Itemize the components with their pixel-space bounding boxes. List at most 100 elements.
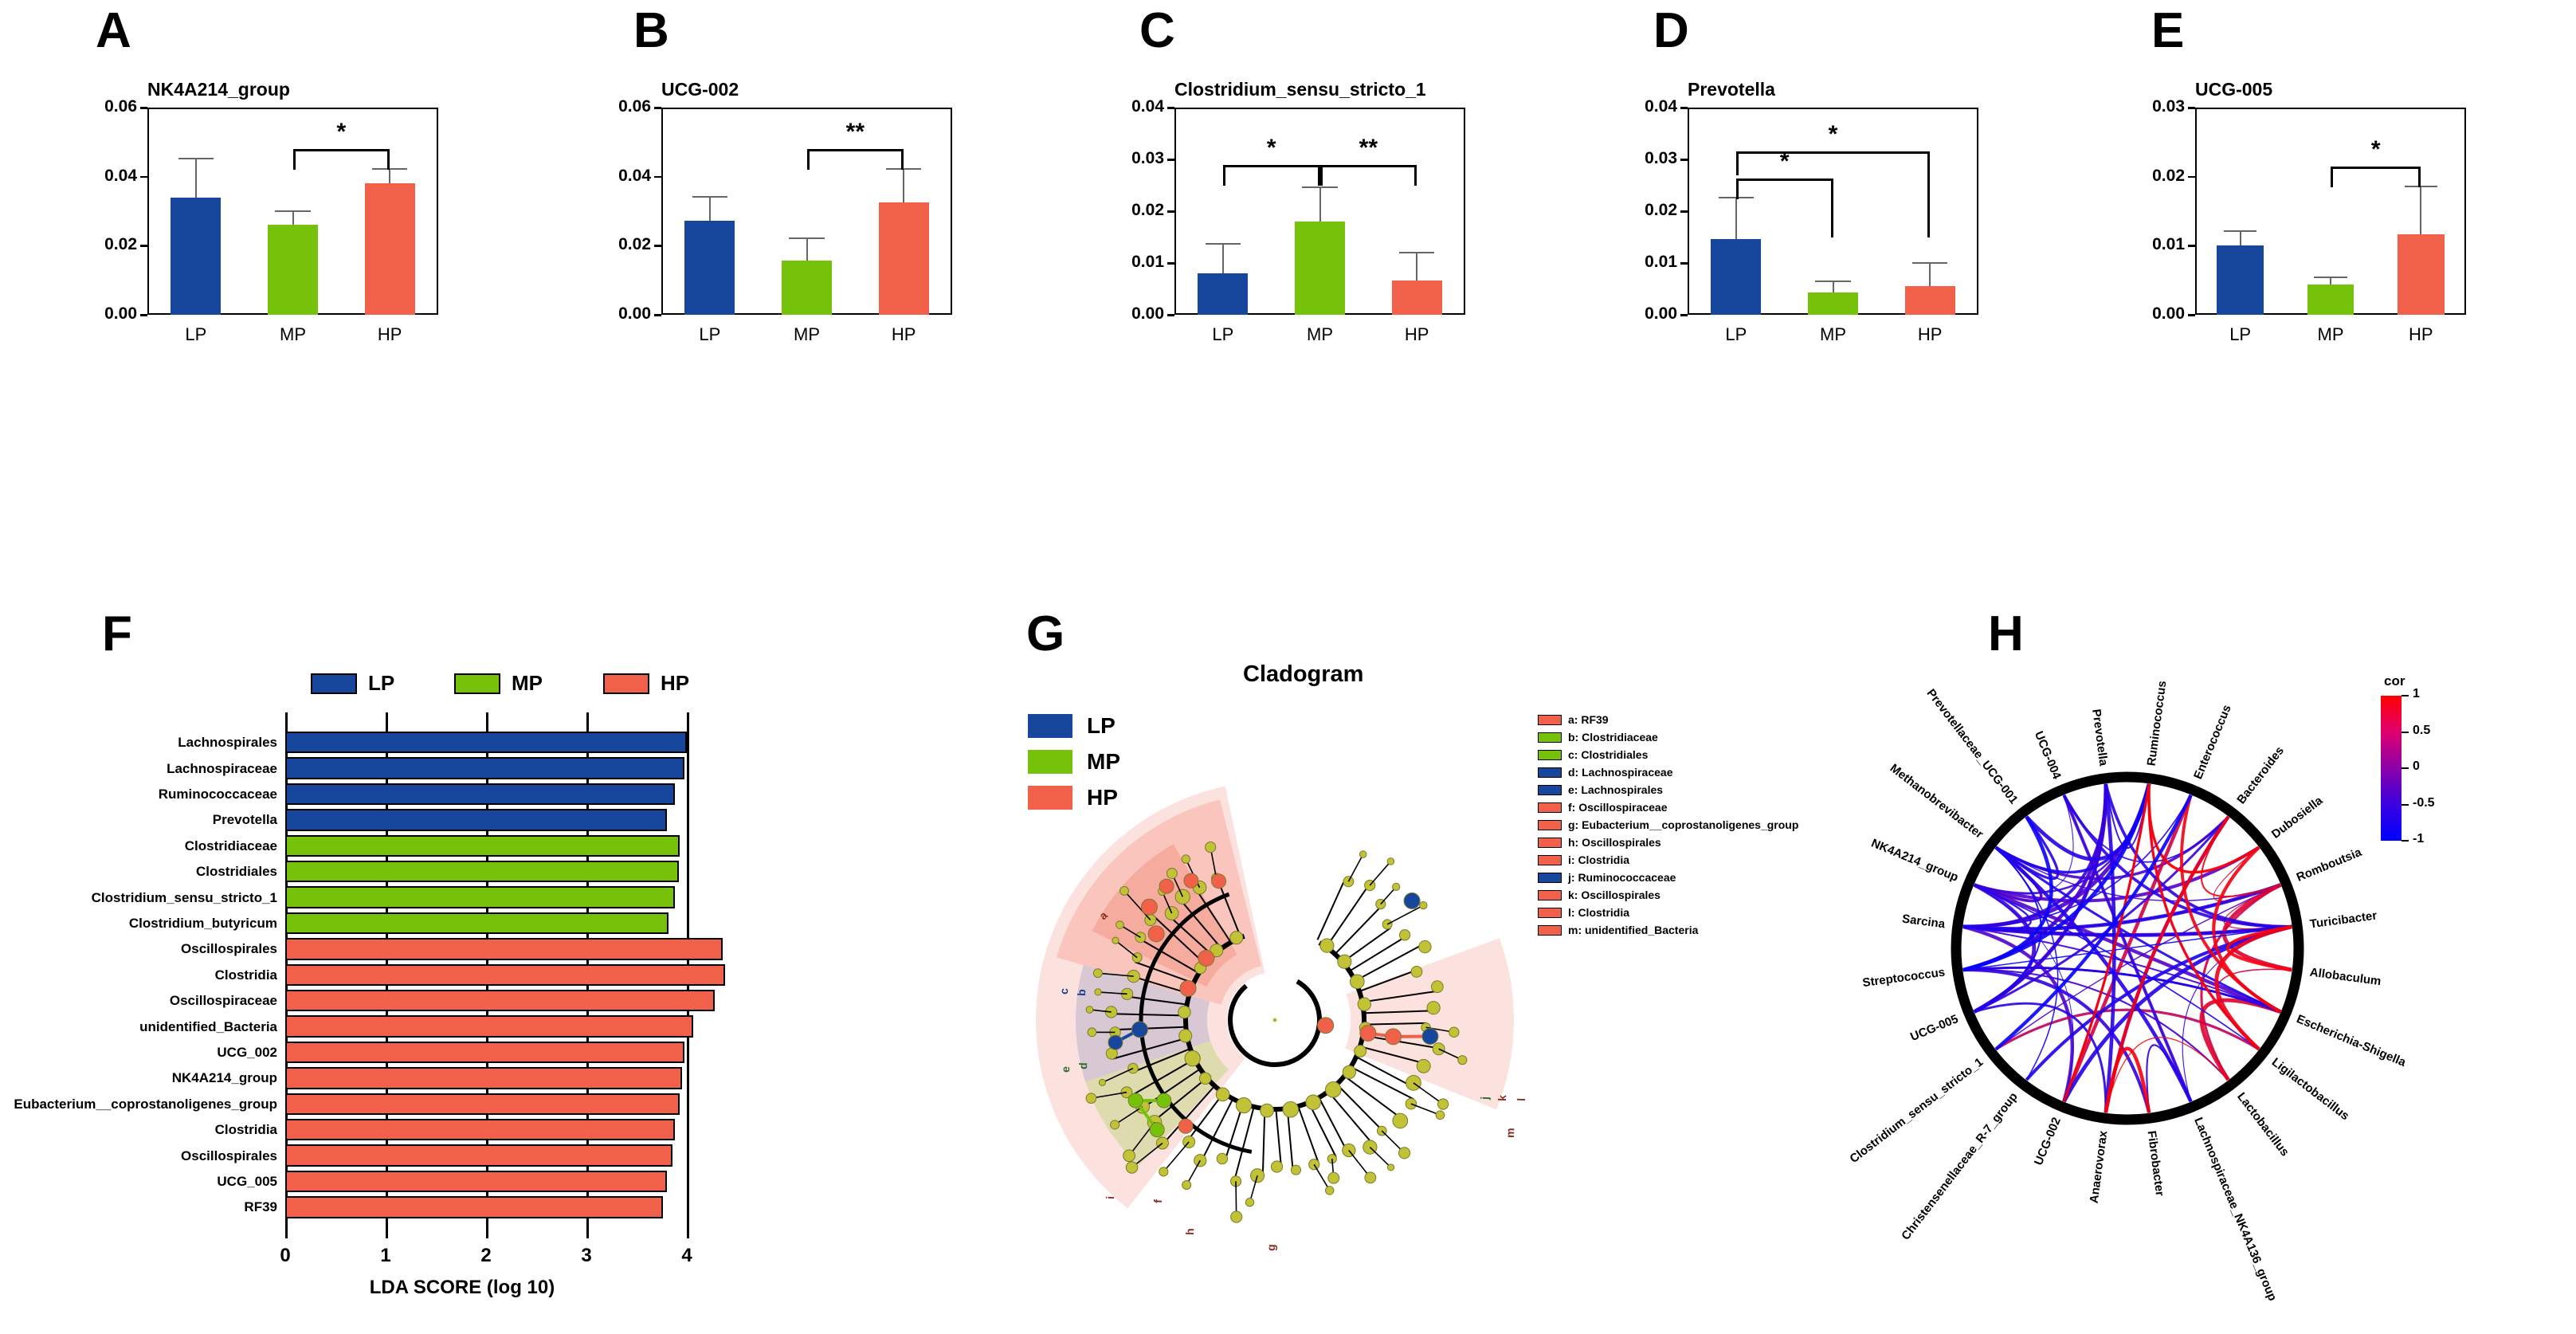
lda-bar xyxy=(285,1144,673,1167)
colorbar-title: cor xyxy=(2384,673,2405,689)
cladogram-key-swatch-c xyxy=(1538,749,1562,760)
svg-text:d: d xyxy=(1076,1062,1089,1069)
lda-row-label: Clostridia xyxy=(214,967,277,983)
svg-text:i: i xyxy=(1104,1196,1116,1199)
error-bar-hp xyxy=(2420,185,2422,234)
lda-x-tick-label: 1 xyxy=(380,1244,391,1266)
cladogram-key-label-i: i: Clostridia xyxy=(1568,853,1630,866)
significance-bracket xyxy=(292,148,390,151)
error-bar-hp xyxy=(1416,252,1418,281)
error-bar-mp xyxy=(806,237,808,261)
chord-link xyxy=(2063,783,2151,1102)
svg-text:g: g xyxy=(1264,1244,1277,1251)
significance-bracket-leg xyxy=(292,148,296,170)
legend-label-mp: MP xyxy=(512,671,543,695)
chord-link xyxy=(1974,884,2260,1050)
error-bar-lp xyxy=(1735,196,1737,240)
chord-link xyxy=(1974,795,2074,895)
significance-bracket-leg xyxy=(1927,151,1931,238)
x-tick-label-lp: LP xyxy=(185,324,207,344)
cladogram-key-item-h: h: Oscillospirales xyxy=(1538,836,1661,849)
x-tick-label-mp: MP xyxy=(1820,324,1846,344)
x-tick-label-hp: HP xyxy=(1404,324,1429,344)
cladogram-key-swatch-g xyxy=(1538,819,1562,830)
chord-link xyxy=(2025,924,2292,1081)
lda-row-label: Lachnospirales xyxy=(178,735,277,751)
cladogram-legend-swatch-hp xyxy=(1028,786,1072,810)
chord-link xyxy=(2104,1046,2151,1113)
panel-letter-e: E xyxy=(2151,3,2185,58)
cladogram-key-label-j: j: Ruminococcaceae xyxy=(1568,871,1676,884)
colorbar-tick-label: 0 xyxy=(2413,759,2420,773)
chord-link xyxy=(1962,926,2292,971)
error-bar-cap xyxy=(1399,252,1435,254)
significance-marker: * xyxy=(2370,135,2381,163)
y-tick-label: 0.00 xyxy=(618,304,651,323)
chord-link xyxy=(2180,795,2282,1014)
bar-hp xyxy=(1904,286,1955,315)
panel-letter-g: G xyxy=(1026,606,1065,661)
lda-x-tick-label: 2 xyxy=(480,1244,492,1266)
significance-marker: ** xyxy=(1359,134,1378,161)
error-bar-lp xyxy=(708,195,711,222)
cladogram-key-item-j: j: Ruminococcaceae xyxy=(1538,871,1676,884)
lda-row-label: Lachnospiraceae xyxy=(167,760,277,776)
error-bar-lp xyxy=(194,157,197,198)
cladogram-key-swatch-k xyxy=(1538,889,1562,900)
cladogram-key-item-i: i: Clostridia xyxy=(1538,853,1629,866)
y-tick-mark xyxy=(140,175,147,179)
y-tick-mark xyxy=(1167,314,1174,316)
cladogram-key-item-b: b: Clostridiaceae xyxy=(1538,731,1658,744)
lda-x-tick-label: 3 xyxy=(581,1244,592,1266)
bar-lp xyxy=(1711,239,1762,315)
cladogram-legend-label-mp: MP xyxy=(1087,749,1120,774)
error-bar-cap xyxy=(789,237,825,239)
panel-letter-c: C xyxy=(1139,3,1175,58)
x-tick-label-mp: MP xyxy=(794,324,820,344)
x-tick-label-mp: MP xyxy=(280,324,306,344)
significance-bracket xyxy=(1735,179,1833,182)
cladogram-key-item-f: f: Oscillospiraceae xyxy=(1538,801,1668,814)
svg-text:k: k xyxy=(1496,1095,1508,1102)
chord-link xyxy=(2105,1037,2229,1113)
chart-title-d: Prevotella xyxy=(1688,79,1775,100)
error-bar-hp xyxy=(389,167,391,184)
significance-bracket-leg xyxy=(1830,179,1833,238)
significance-bracket-leg xyxy=(1319,164,1323,186)
svg-text:l: l xyxy=(1515,1098,1527,1101)
y-tick-label: 0.03 xyxy=(2152,97,2185,116)
lda-row-label: Oscillospiraceae xyxy=(169,993,277,1009)
cladogram-key-item-d: d: Lachnospiraceae xyxy=(1538,766,1673,779)
y-tick-label: 0.01 xyxy=(1131,253,1164,271)
error-bar-cap xyxy=(886,167,922,170)
significance-bracket xyxy=(1735,151,1931,155)
significance-bracket xyxy=(1222,164,1320,167)
significance-bracket-leg xyxy=(1222,164,1225,186)
chord-link xyxy=(2216,968,2292,1050)
bar-lp xyxy=(2217,245,2264,315)
cladogram-key-swatch-e xyxy=(1538,784,1562,795)
error-bar-mp xyxy=(1319,186,1321,222)
significance-bracket xyxy=(2331,166,2421,169)
lda-bar xyxy=(285,990,716,1012)
cladogram-key-label-c: c: Clostridiales xyxy=(1568,748,1649,761)
x-tick-label-hp: HP xyxy=(2409,324,2433,344)
chord-link xyxy=(1962,925,2292,936)
y-tick-label: 0.06 xyxy=(104,97,137,116)
chord-link xyxy=(1962,783,2107,928)
error-bar-mp xyxy=(1832,281,1834,293)
cladogram-legend-label-lp: LP xyxy=(1087,713,1115,738)
chord-graphic xyxy=(1951,771,2304,1125)
cladogram-key-item-g: g: Eubacterium__coprostanoligenes_group xyxy=(1538,818,1798,831)
chord-link xyxy=(2200,816,2281,897)
lda-bar xyxy=(285,861,679,883)
y-tick-mark xyxy=(1167,262,1174,265)
y-tick-label: 0.00 xyxy=(1645,304,1677,323)
error-bar-cap xyxy=(275,210,311,212)
y-tick-label: 0.02 xyxy=(618,235,651,254)
colorbar-tick-mark xyxy=(2402,840,2409,842)
